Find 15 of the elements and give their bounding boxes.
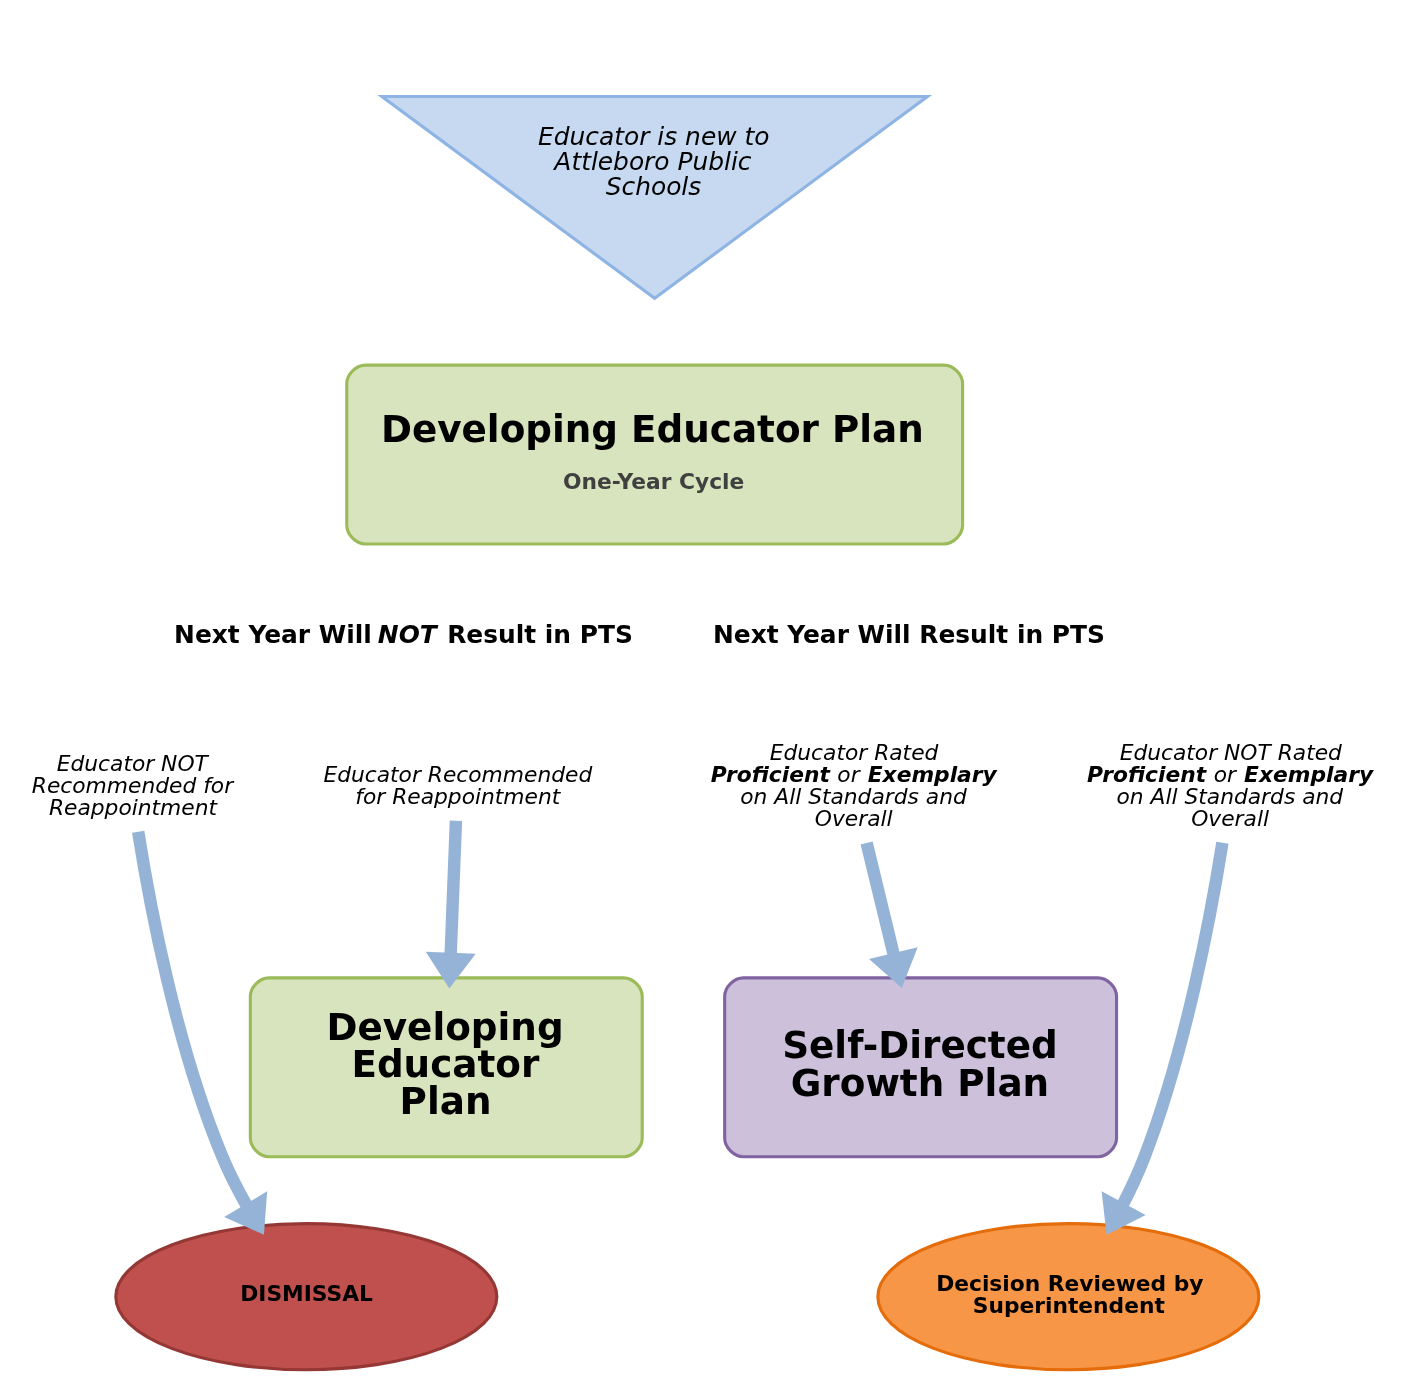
- node-box: Developing Educator Plan One-Year Cycle: [345, 363, 965, 546]
- label: Next Year Will Result in PTS: [713, 620, 1105, 650]
- node-text: Educator Recommended for Reappointment: [323, 762, 593, 810]
- node-box: Developing Educator Plan: [248, 976, 644, 1159]
- node-text: Educator NOT Rated Proficient or Exemplary on All Standards and Overall: [1087, 740, 1374, 831]
- arrow: [425, 820, 476, 989]
- arrow: [132, 830, 268, 1235]
- node-ellipse: Decision Reviewed by Superintendent: [876, 1222, 1261, 1372]
- node-text: Educator NOT Recommended for Reappointment: [31, 751, 234, 820]
- node-text: Educator Rated Proficient or Exemplary on All Standards and Overall: [710, 740, 997, 831]
- node-box: Self-Directed Growth Plan: [723, 976, 1119, 1159]
- arrow: [1101, 841, 1229, 1235]
- node-ellipse: DISMISSAL: [114, 1222, 499, 1372]
- label: Next Year Will NOT Result in PTS: [174, 620, 633, 650]
- arrow: [860, 841, 918, 988]
